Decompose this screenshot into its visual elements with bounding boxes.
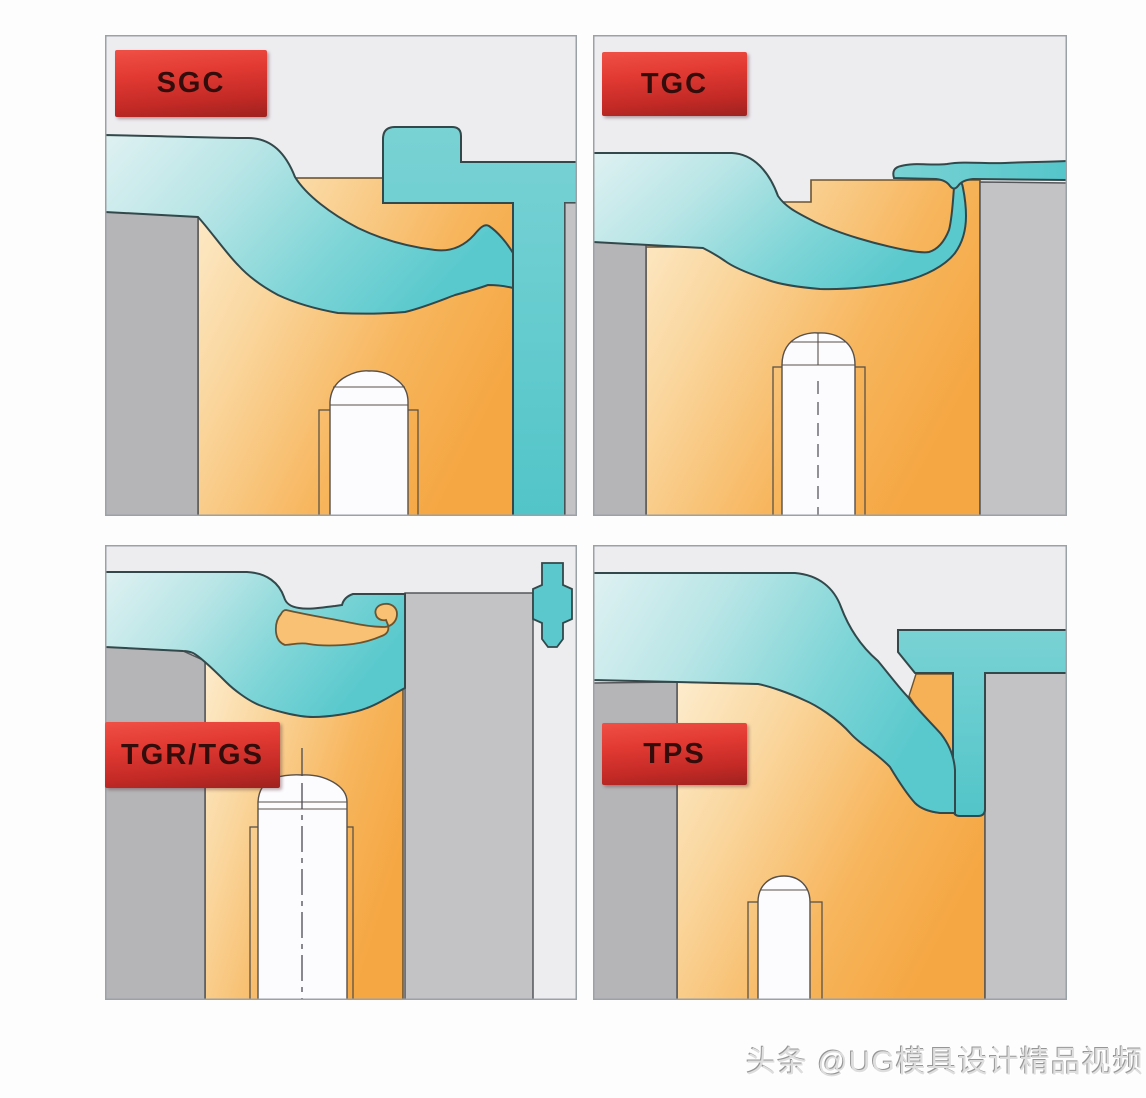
sgc-diagram xyxy=(105,35,577,516)
core-plate-left xyxy=(105,211,199,516)
sub-insert-tab xyxy=(532,562,573,648)
molded-part-runner xyxy=(593,572,956,814)
watermark: 头条 @UG模具设计精品视频 xyxy=(746,1046,1144,1079)
ejector-pin xyxy=(757,875,811,1000)
gate-type-label-tps: TPS xyxy=(602,723,747,785)
core-plate-right xyxy=(979,181,1067,516)
panel-border xyxy=(105,35,577,516)
runner-channel xyxy=(892,159,1067,190)
tps-diagram xyxy=(593,545,1067,1000)
pin-detail-lines xyxy=(330,386,408,406)
sprue-channel xyxy=(382,126,577,516)
ejector-pin xyxy=(329,370,409,516)
core-plate-left xyxy=(593,241,647,516)
gate-type-label-sgc: SGC xyxy=(115,50,267,117)
gate-type-label-tgr-tgs: TGR/TGS xyxy=(105,722,280,788)
panel-tgr-tgs: TGR/TGS xyxy=(105,545,577,1000)
tgc-diagram xyxy=(593,35,1067,516)
pin-detail-lines xyxy=(782,333,855,366)
panel-tgc: TGC xyxy=(593,35,1067,516)
panel-tps: TPS xyxy=(593,545,1067,1000)
molded-part xyxy=(105,571,406,719)
panel-sgc: SGC xyxy=(105,35,577,516)
core-plate-right xyxy=(564,202,577,516)
molded-part xyxy=(105,133,514,315)
core-plate-left xyxy=(105,646,206,1000)
panel-border xyxy=(593,35,1067,516)
core-plate-right xyxy=(404,592,534,1000)
panel-border xyxy=(593,545,1067,1000)
core-plate-right xyxy=(984,672,1067,1000)
tunnel-gate-core xyxy=(274,602,398,647)
gate-type-label-tgc: TGC xyxy=(602,52,747,116)
